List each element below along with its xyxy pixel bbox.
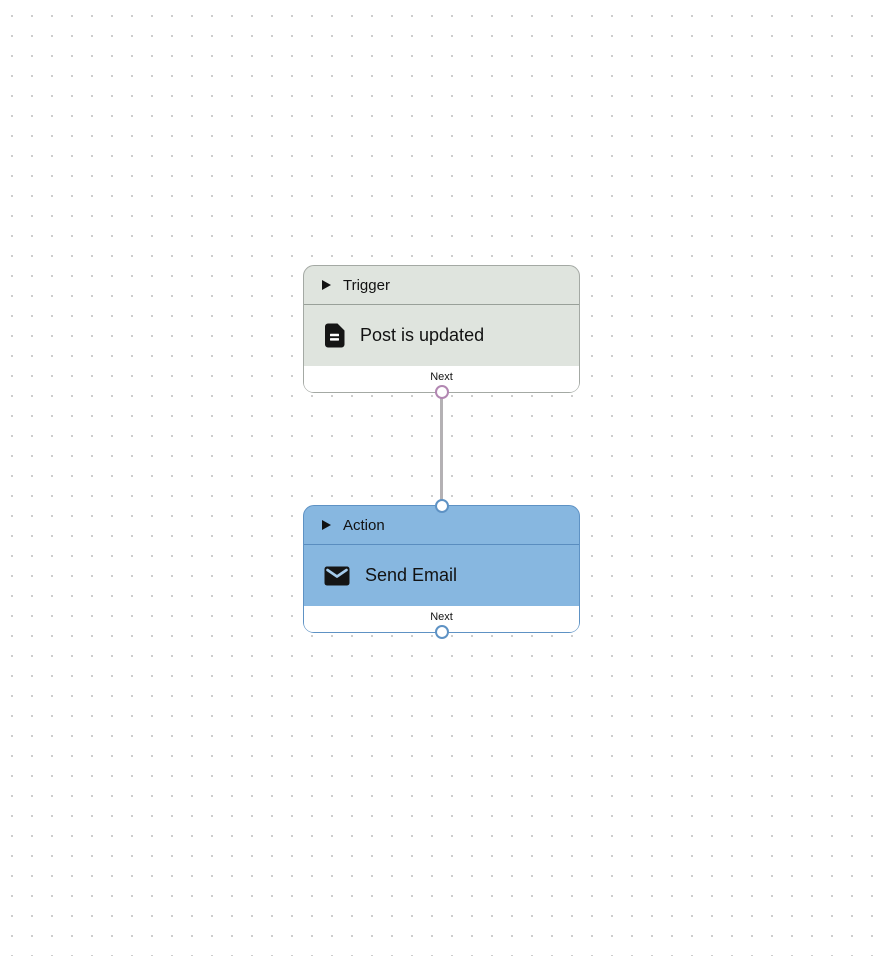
trigger-node[interactable]: Trigger Post is updated Next bbox=[303, 265, 580, 399]
action-node-footer: Next bbox=[304, 606, 579, 632]
trigger-node-body[interactable]: Post is updated bbox=[304, 305, 579, 366]
collapse-arrow-icon[interactable] bbox=[322, 520, 331, 530]
collapse-arrow-icon[interactable] bbox=[322, 280, 331, 290]
action-input-port[interactable] bbox=[434, 499, 449, 513]
trigger-next-port-label: Next bbox=[430, 370, 453, 383]
action-node-title: Send Email bbox=[365, 565, 458, 585]
action-output-port[interactable] bbox=[434, 625, 449, 639]
action-node-body[interactable]: Send Email bbox=[304, 545, 579, 606]
action-type-label: Action bbox=[343, 516, 385, 534]
trigger-output-port[interactable] bbox=[434, 385, 449, 399]
trigger-node-header[interactable]: Trigger bbox=[304, 266, 579, 305]
action-next-port-label: Next bbox=[430, 610, 453, 623]
action-node-header[interactable]: Action bbox=[304, 506, 579, 545]
edge-trigger-to-action[interactable] bbox=[440, 393, 443, 505]
action-node[interactable]: Action Send Email Next bbox=[303, 499, 580, 639]
trigger-node-title: Post is updated bbox=[360, 325, 485, 345]
email-icon bbox=[324, 566, 350, 586]
trigger-type-label: Trigger bbox=[343, 276, 390, 294]
document-icon bbox=[324, 323, 345, 348]
